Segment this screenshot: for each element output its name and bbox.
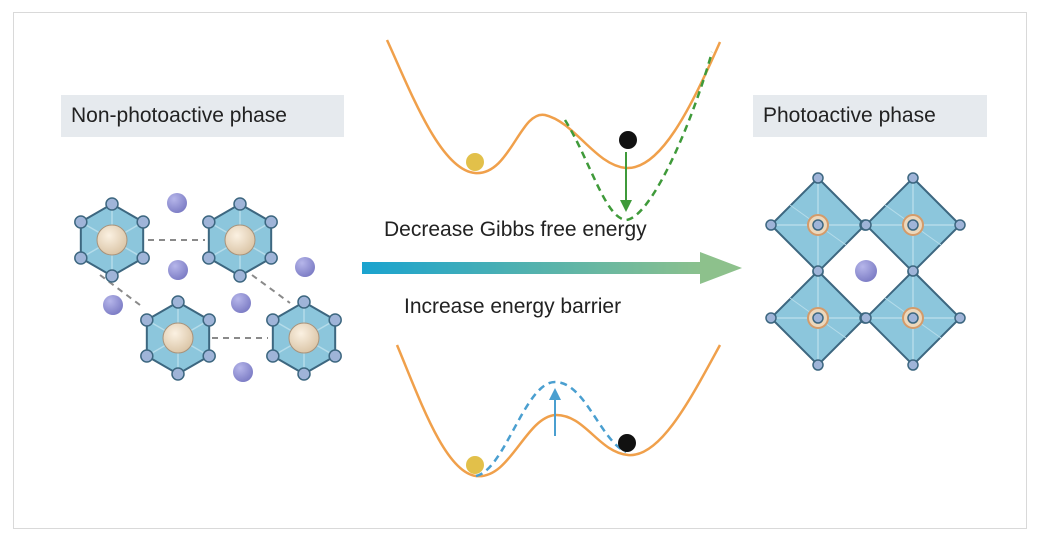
hexagonal-unit: [202, 197, 278, 283]
arrow-body: [362, 262, 707, 274]
anion-node: [105, 269, 119, 283]
anion-node: [171, 367, 185, 381]
top-lowered-well-dashed: [563, 51, 714, 222]
decrease-gibbs-text: Decrease Gibbs free energy: [384, 218, 647, 241]
anion-node: [264, 251, 278, 265]
top-energy-curve: [385, 39, 722, 175]
anion-node: [860, 219, 872, 231]
anion-node: [136, 215, 150, 229]
phase-transition-arrow: [362, 252, 742, 284]
anion-node: [812, 265, 824, 277]
bottom-raised-barrier-dashed: [475, 380, 627, 478]
center-atom: [288, 322, 320, 354]
anion-node: [202, 349, 216, 363]
anion-node: [264, 215, 278, 229]
hexagonal-unit: [74, 197, 150, 283]
photoactive-phase-label: Photoactive phase: [753, 95, 987, 137]
anion-node: [202, 251, 216, 265]
anion-node: [136, 251, 150, 265]
a-site-cation: [855, 260, 877, 282]
anion-node: [954, 219, 966, 231]
top-down-arrow-head: [620, 200, 632, 212]
anion-node: [233, 197, 247, 211]
anion-node: [202, 215, 216, 229]
anion-node: [860, 312, 872, 324]
center-atom: [96, 224, 128, 256]
b-site-core: [812, 219, 824, 231]
b-site-core: [907, 219, 919, 231]
center-atom: [162, 322, 194, 354]
octahedron-unit: [860, 265, 966, 371]
anion-node: [140, 349, 154, 363]
non-photoactive-structure: [74, 193, 342, 382]
cation-sphere: [168, 260, 188, 280]
photoactive-structure: [765, 172, 966, 371]
anion-node: [812, 172, 824, 184]
anion-node: [907, 172, 919, 184]
arrow-head: [700, 252, 742, 284]
anion-node: [202, 313, 216, 327]
anion-node: [297, 295, 311, 309]
anion-node: [954, 312, 966, 324]
bottom-energy-curve: [395, 344, 722, 478]
octahedron-unit: [765, 172, 871, 278]
bottom-energy-landscape: [395, 344, 722, 478]
top-energy-landscape: [385, 39, 722, 222]
bond-dashed-line: [251, 274, 291, 304]
anion-node: [328, 349, 342, 363]
anion-node: [266, 313, 280, 327]
cation-sphere: [295, 257, 315, 277]
anion-node: [907, 359, 919, 371]
anion-node: [74, 215, 88, 229]
anion-node: [105, 197, 119, 211]
hexagonal-unit: [266, 295, 342, 381]
anion-node: [266, 349, 280, 363]
anion-node: [233, 269, 247, 283]
anion-node: [765, 312, 777, 324]
anion-node: [812, 359, 824, 371]
anion-node: [74, 251, 88, 265]
center-atom: [224, 224, 256, 256]
anion-node: [328, 313, 342, 327]
b-site-core: [812, 312, 824, 324]
cation-sphere: [167, 193, 187, 213]
top-yellow-ball: [466, 153, 484, 171]
cation-sphere: [233, 362, 253, 382]
anion-node: [765, 219, 777, 231]
bond-dashed-line: [99, 274, 141, 306]
hexagonal-unit: [140, 295, 216, 381]
octahedron-unit: [860, 172, 966, 278]
bottom-up-arrow-head: [549, 388, 561, 400]
increase-barrier-text: Increase energy barrier: [404, 295, 622, 318]
bottom-yellow-ball: [466, 456, 484, 474]
anion-node: [297, 367, 311, 381]
anion-node: [907, 265, 919, 277]
octahedron-unit: [765, 265, 871, 371]
bottom-black-ball: [618, 434, 636, 452]
anion-node: [171, 295, 185, 309]
b-site-core: [907, 312, 919, 324]
top-black-ball: [619, 131, 637, 149]
cation-sphere: [231, 293, 251, 313]
anion-node: [140, 313, 154, 327]
non-photoactive-phase-label: Non-photoactive phase: [61, 95, 344, 137]
cation-sphere: [103, 295, 123, 315]
